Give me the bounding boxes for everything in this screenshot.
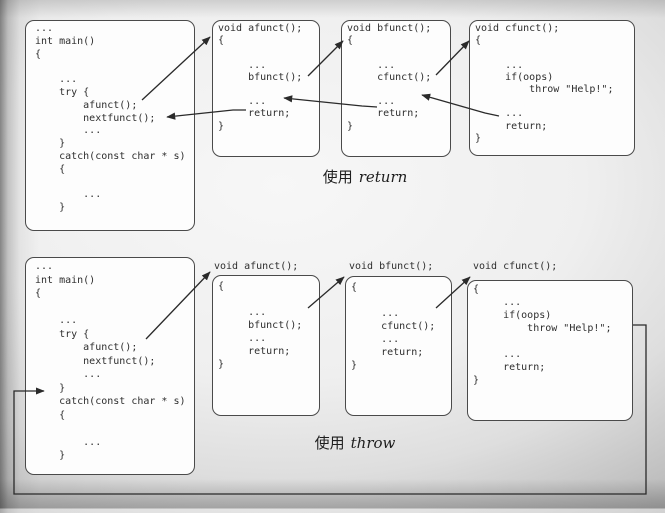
caption-zh-return: 使用 xyxy=(322,168,353,186)
bfunct-prototype-label: void bfunct(); xyxy=(349,261,434,272)
caption-using-throw: 使用 throw xyxy=(235,432,475,453)
caption-zh-throw: 使用 xyxy=(314,434,345,452)
main-code-throw: ... int main() { ... try { afunct(); nex… xyxy=(35,261,186,461)
code-box-afunct-return: void afunct(); { ... bfunct(); ... retur… xyxy=(212,20,320,157)
code-box-cfunct-throw: { ... if(oops) throw "Help!"; ... return… xyxy=(467,280,633,421)
caption-keyword-return: return xyxy=(358,168,408,186)
main-code-return: ... int main() { ... try { afunct(); nex… xyxy=(35,23,186,214)
code-box-main-return: ... int main() { ... try { afunct(); nex… xyxy=(25,20,195,231)
bfunct-code-throw: { ... cfunct(); ... return; } xyxy=(351,282,436,371)
code-box-afunct-throw: { ... bfunct(); ... return; } xyxy=(212,275,320,416)
afunct-code-throw: { ... bfunct(); ... return; } xyxy=(218,281,303,370)
caption-keyword-throw: throw xyxy=(350,434,396,452)
afunct-code-return: void afunct(); { ... bfunct(); ... retur… xyxy=(218,23,303,132)
cfunct-code-return: void cfunct(); { ... if(oops) throw "Hel… xyxy=(475,23,614,144)
code-box-bfunct-return: void bfunct(); { ... cfunct(); ... retur… xyxy=(341,20,451,157)
code-box-bfunct-throw: { ... cfunct(); ... return; } xyxy=(345,276,452,416)
code-box-main-throw: ... int main() { ... try { afunct(); nex… xyxy=(25,257,195,475)
cfunct-code-throw: { ... if(oops) throw "Help!"; ... return… xyxy=(473,284,612,386)
caption-using-return: 使用 return xyxy=(245,166,485,187)
bfunct-code-return: void bfunct(); { ... cfunct(); ... retur… xyxy=(347,23,432,132)
cfunct-prototype-label: void cfunct(); xyxy=(473,261,558,272)
code-box-cfunct-return: void cfunct(); { ... if(oops) throw "Hel… xyxy=(469,20,635,156)
afunct-prototype-label: void afunct(); xyxy=(214,261,299,272)
